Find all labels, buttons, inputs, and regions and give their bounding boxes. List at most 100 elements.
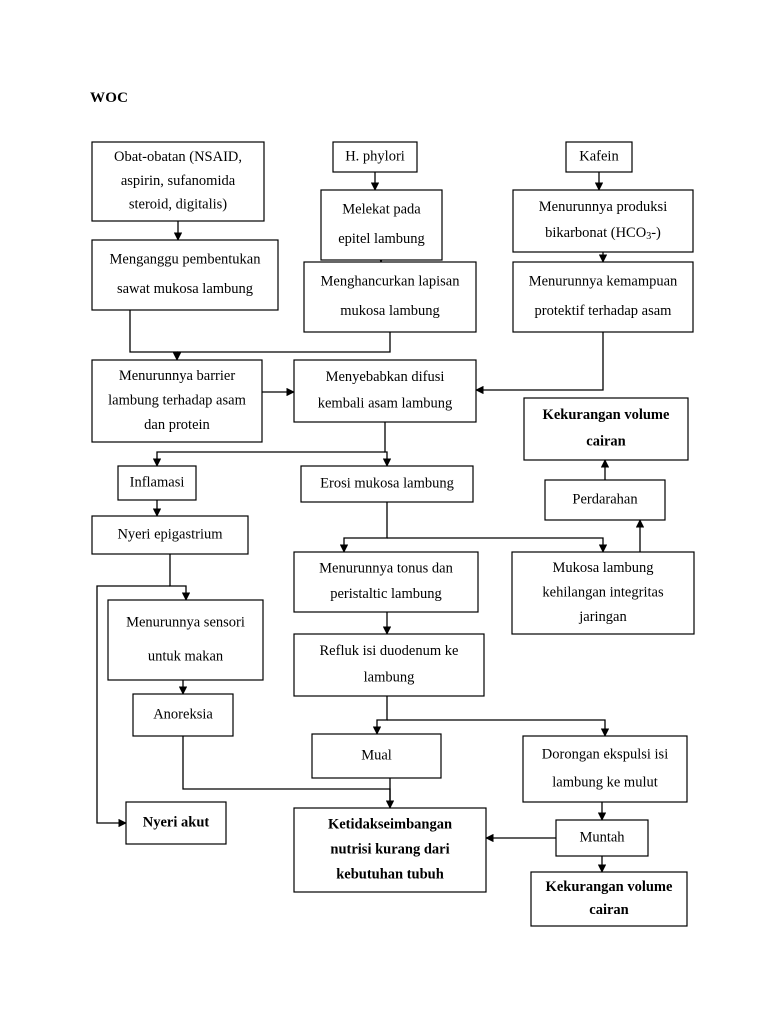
node-label-line: Inflamasi bbox=[130, 474, 185, 490]
node-nyeriakut[interactable]: Nyeri akut bbox=[125, 801, 227, 845]
node-perdarahan[interactable]: Perdarahan bbox=[544, 479, 666, 521]
node-menganggu[interactable]: Menganggu pembentukan sawat mukosa lambun… bbox=[91, 239, 279, 311]
node-box bbox=[293, 551, 479, 613]
node-label-line: Mual bbox=[361, 747, 392, 763]
node-label-line: kehilangan integritas bbox=[542, 584, 664, 600]
node-label-line: cairan bbox=[586, 434, 625, 450]
node-label-line: Obat-obatan (NSAID, bbox=[114, 149, 242, 165]
node-box bbox=[523, 397, 689, 461]
node-label-line: bikarbonat (HCO3-) bbox=[545, 226, 661, 243]
node-label-line: Kafein bbox=[579, 148, 619, 164]
node-label-line: nutrisi kurang dari bbox=[330, 841, 449, 857]
node-ketidak[interactable]: Ketidakseimbangan nutrisi kurang dari kebu… bbox=[293, 807, 487, 893]
node-mual[interactable]: Mual bbox=[311, 733, 442, 779]
node-box bbox=[132, 693, 234, 737]
edge-refluk-to-dorongan bbox=[387, 719, 610, 737]
node-label-line: Menganggu pembentukan bbox=[109, 251, 261, 267]
node-box bbox=[530, 871, 688, 927]
node-mukosainteg[interactable]: Mukosa lambung kehilangan integritas jarin… bbox=[511, 551, 695, 635]
node-box bbox=[91, 141, 265, 222]
node-box bbox=[320, 189, 443, 261]
node-sensori[interactable]: Menurunnya sensori untuk makan bbox=[107, 599, 264, 681]
node-box bbox=[117, 465, 197, 501]
node-anoreksia[interactable]: Anoreksia bbox=[132, 693, 234, 737]
node-obat[interactable]: Obat-obatan (NSAID,aspirin, sufanomidast… bbox=[91, 141, 265, 222]
node-label-line: protektif terhadap asam bbox=[535, 303, 673, 319]
node-label-line: dan protein bbox=[144, 417, 210, 433]
node-label-line: Muntah bbox=[579, 829, 625, 845]
node-box bbox=[293, 633, 485, 697]
edges-layer bbox=[96, 172, 645, 873]
node-label-line: Menurunnya barrier bbox=[119, 368, 236, 384]
node-label-line: mukosa lambung bbox=[340, 303, 439, 319]
edge-difusi-to-inflamasi bbox=[152, 451, 385, 467]
node-bikarbonat[interactable]: Menurunnya produksi bikarbonat (HCO3-) bbox=[512, 189, 694, 253]
node-label-line: Kekurangan volume bbox=[543, 407, 670, 423]
node-kekurangan1[interactable]: Kekurangan volume cairan bbox=[523, 397, 689, 461]
node-menghancur[interactable]: Menghancurkan lapisan mukosa lambung bbox=[303, 261, 477, 333]
node-label-line: Menghancurkan lapisan bbox=[321, 273, 461, 289]
node-label-line: Menurunnya tonus dan bbox=[319, 561, 453, 577]
node-muntah[interactable]: Muntah bbox=[555, 819, 649, 857]
node-label-line: Kekurangan volume bbox=[546, 879, 673, 895]
node-box bbox=[125, 801, 227, 845]
node-box bbox=[300, 465, 474, 503]
node-label-line: Nyeri epigastrium bbox=[117, 526, 223, 542]
node-label-line: Menurunnya produksi bbox=[539, 199, 667, 215]
node-box bbox=[565, 141, 633, 173]
node-nyeriepi[interactable]: Nyeri epigastrium bbox=[91, 515, 249, 555]
node-box bbox=[332, 141, 418, 173]
node-box bbox=[311, 733, 442, 779]
node-kafein[interactable]: Kafein bbox=[565, 141, 633, 173]
edge-nyeriepi-to-nyeriakut bbox=[96, 585, 170, 828]
node-box bbox=[544, 479, 666, 521]
edge-menghancur-to-barrier bbox=[177, 332, 391, 353]
node-hphylori[interactable]: H. phylori bbox=[332, 141, 418, 173]
edge-refluk-to-mual bbox=[372, 696, 388, 735]
node-box bbox=[91, 359, 263, 443]
edge-nyeriepi-to-sensori bbox=[169, 554, 191, 601]
node-box bbox=[522, 735, 688, 803]
nodes-layer: Obat-obatan (NSAID,aspirin, sufanomidast… bbox=[91, 141, 695, 927]
node-label-line: Menyebabkan difusi bbox=[326, 369, 445, 385]
node-label-line: lambung terhadap asam bbox=[108, 392, 246, 408]
node-protektif[interactable]: Menurunnya kemampuan protektif terhadap a… bbox=[512, 261, 694, 333]
node-inflamasi[interactable]: Inflamasi bbox=[117, 465, 197, 501]
node-label-line: Menurunnya sensori bbox=[126, 614, 245, 630]
node-label-line: H. phylori bbox=[345, 148, 405, 164]
node-box bbox=[512, 189, 694, 253]
node-box bbox=[293, 359, 477, 423]
node-erosi[interactable]: Erosi mukosa lambung bbox=[300, 465, 474, 503]
node-barrier[interactable]: Menurunnya barrier lambung terhadap asam d… bbox=[91, 359, 263, 443]
node-label-line: Anoreksia bbox=[153, 706, 213, 722]
edge-erosi-to-mukosainteg bbox=[387, 537, 608, 553]
node-box bbox=[107, 599, 264, 681]
node-label-line: Ketidakseimbangan bbox=[328, 816, 452, 832]
node-box bbox=[511, 551, 695, 635]
node-label-line: jaringan bbox=[578, 609, 627, 625]
node-label-line: peristaltic lambung bbox=[330, 586, 442, 602]
node-tonus[interactable]: Menurunnya tonus dan peristaltic lambung bbox=[293, 551, 479, 613]
node-box bbox=[293, 807, 487, 893]
node-label-line: sawat mukosa lambung bbox=[117, 281, 253, 297]
node-label-line: epitel lambung bbox=[338, 231, 425, 247]
node-label-line: Nyeri akut bbox=[143, 814, 210, 830]
node-label-line: Perdarahan bbox=[572, 491, 638, 507]
edge-difusi-to-erosi bbox=[382, 422, 392, 467]
edge-protektif-to-difusi bbox=[475, 332, 604, 395]
node-box bbox=[303, 261, 477, 333]
node-label-line: Mukosa lambung bbox=[552, 560, 653, 576]
node-label-line: kebutuhan tubuh bbox=[336, 866, 444, 882]
node-label-line: untuk makan bbox=[148, 648, 224, 664]
node-label-line: Menurunnya kemampuan bbox=[529, 273, 678, 289]
node-box bbox=[91, 515, 249, 555]
edge-menganggu-to-barrier bbox=[129, 310, 182, 361]
node-label-line: Erosi mukosa lambung bbox=[320, 475, 454, 491]
node-label-line: Dorongan ekspulsi isi bbox=[542, 746, 668, 762]
